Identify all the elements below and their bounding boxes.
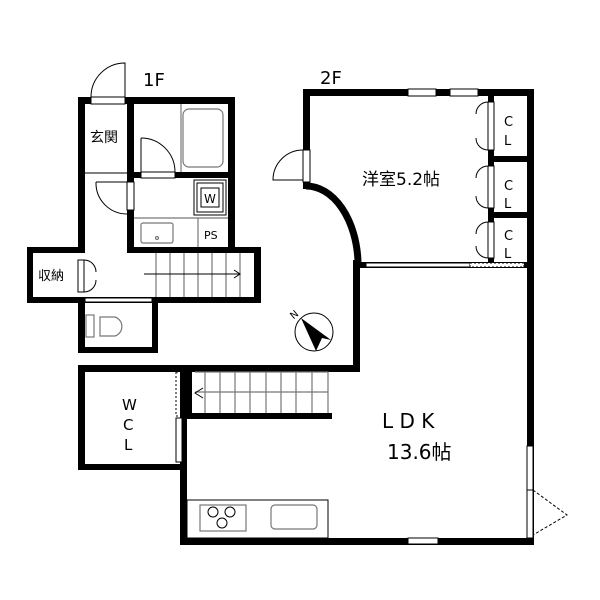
window [175,417,183,463]
closet-3-label-c: C [504,229,513,244]
washer-icon [200,187,220,208]
storage-door[interactable] [83,259,97,293]
wall [78,365,360,372]
door-opening [302,149,311,183]
closet-door-swings[interactable] [475,101,489,259]
wall [180,372,192,416]
stairs-arrow-icon [194,387,204,399]
washroom-door[interactable] [95,181,128,215]
floor-label-1f: 1F [143,70,165,91]
toilet-tank [85,314,95,338]
wall [254,247,261,303]
closet-2-label-c: C [504,179,513,194]
burner [216,517,228,529]
closet-3-label-l: L [504,247,512,262]
bathtub [182,108,224,168]
first-floor: 1F 玄関 W PS [27,62,261,353]
wall [353,260,360,372]
wall [303,89,310,189]
curved-wall [305,182,362,263]
compass: N [288,309,334,352]
toilet-icon [99,316,123,337]
window [407,537,439,545]
closet-door [487,221,495,259]
balcony-door-swing[interactable] [532,489,568,536]
wall [180,538,534,545]
room-label-storage: 収納 [38,269,64,284]
compass-circle [294,312,334,352]
closet-door [487,165,495,209]
door-opening [84,297,153,303]
burner [224,506,236,518]
room-label-ldk: L D K [382,409,435,433]
door-opening [140,171,176,179]
stairs-2f [186,371,332,419]
wall [186,413,332,419]
wcl-label-w: W [122,396,137,414]
window [526,445,534,491]
closet-2-label-l: L [504,197,512,212]
room-size-ldk: 13.6帖 [387,440,452,464]
counter [186,499,329,539]
washer-label: W [204,192,216,206]
door-opening [90,96,126,105]
wall [488,212,527,218]
pipe-space-label: PS [204,229,218,242]
wall [180,372,187,545]
wcl-label-c: C [123,416,133,434]
drain [154,235,160,241]
bath-door[interactable] [140,137,176,173]
western-room-door[interactable] [272,149,304,181]
second-floor: 2F 洋室5.2帖 C L [78,68,568,545]
door-opening [77,259,85,293]
sliding-door[interactable] [365,262,471,268]
closet-1-label-l: L [504,134,512,149]
door-opening [126,181,135,211]
kitchen-sink [270,504,318,530]
wall [152,297,158,353]
entrance-door[interactable] [90,62,126,98]
door-opening [469,262,525,268]
room-label-western-room: 洋室5.2帖 [362,170,440,190]
kitchen-counter [186,499,329,539]
room-label-entrance: 玄関 [90,129,118,146]
wall [78,365,85,470]
washer-pan-inner [196,182,224,213]
wash-basin [140,222,174,244]
wall [78,297,85,353]
north-arrow-icon [301,318,331,351]
washer-pan [193,179,227,216]
wall [127,172,235,178]
window [407,88,437,97]
wall [78,97,234,104]
stairs-1f [144,253,241,297]
closet-door [487,101,495,151]
stove-icon [199,504,247,532]
closet-1-label-c: C [504,115,513,130]
window [449,88,479,97]
wall [488,156,527,162]
burner [207,506,219,518]
wall [78,464,186,470]
wall [527,89,534,545]
wall [27,247,85,253]
wall [127,247,260,253]
floor-label-2f: 2F [320,68,342,89]
stairs-arrow-icon [144,269,241,279]
wall [78,97,85,247]
wcl-door [175,371,182,417]
wall [78,347,158,353]
wall [27,247,33,303]
closets: C L C L C L [475,96,527,262]
window-door [526,489,534,539]
wcl-label-l: L [124,436,133,454]
